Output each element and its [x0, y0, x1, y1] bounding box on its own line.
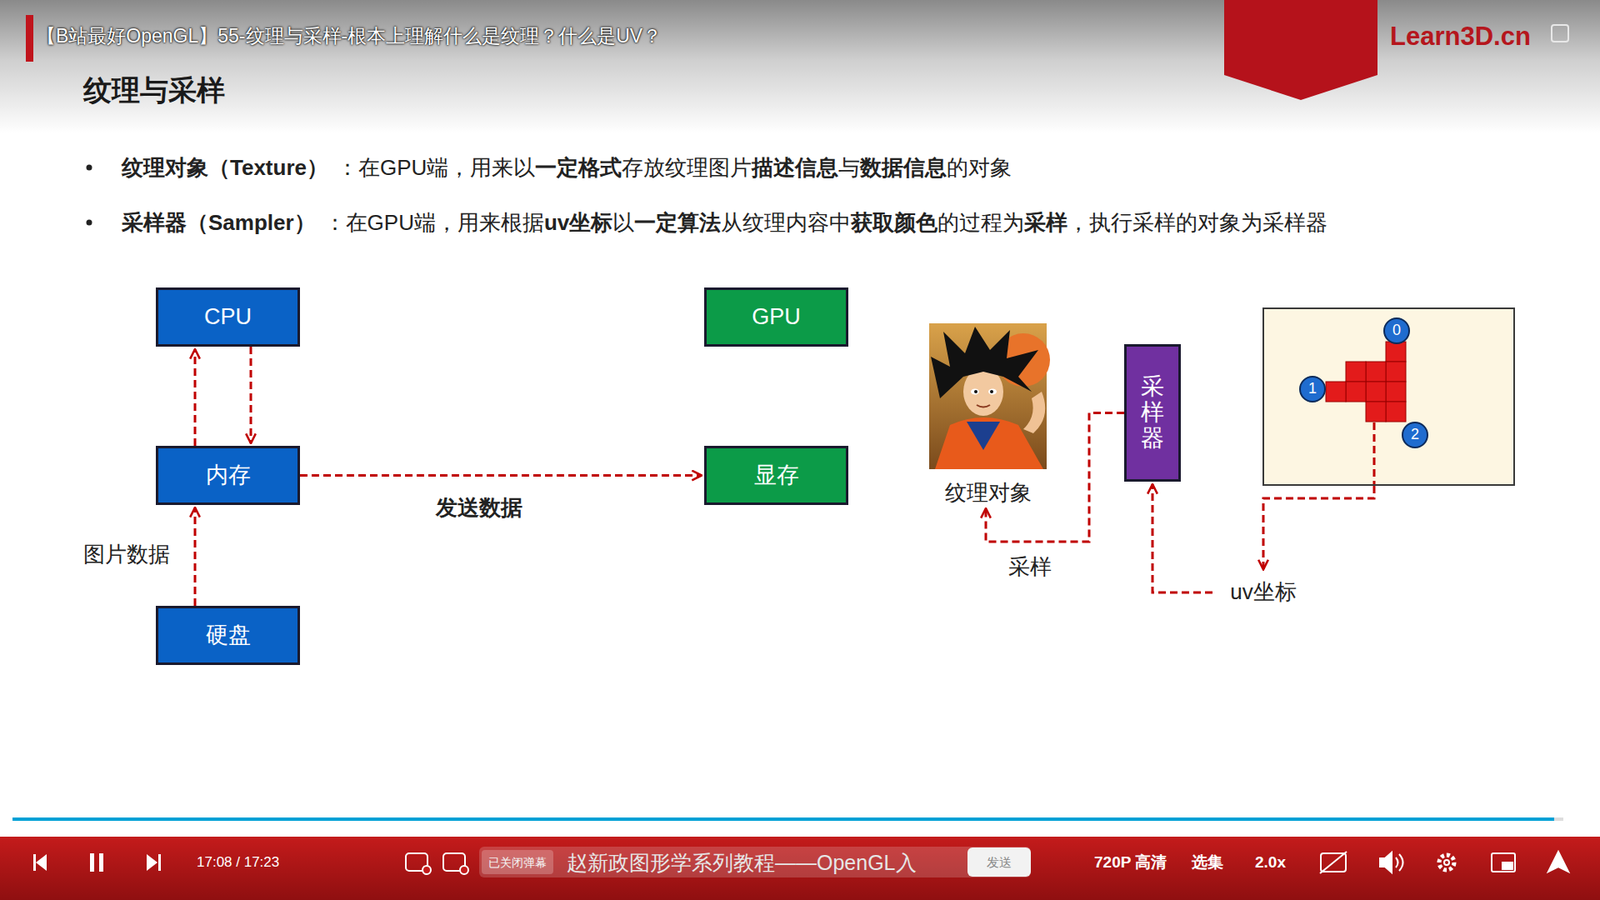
- danmaku-tag: [481, 850, 554, 875]
- help-icon: [1551, 25, 1569, 42]
- speed-button: 2.0x: [1255, 853, 1286, 873]
- texture-picture: [929, 323, 1050, 470]
- text-fragment: 从纹理内容中: [720, 208, 851, 238]
- text-fragment: 采样: [1024, 208, 1068, 238]
- node-text: 2: [1410, 425, 1420, 445]
- cpu-box: CPU: [155, 287, 300, 347]
- send-button-text: 发送: [986, 855, 1012, 870]
- callout-number: 1: [1299, 375, 1326, 403]
- text-fragment: 与: [838, 153, 860, 183]
- bullet-dot: [86, 220, 93, 226]
- node-text: 硬盘: [205, 621, 251, 649]
- bullet-line: 采样器（Sampler） ：在GPU端，用来根据uv坐标以一定算法从纹理内容中获取…: [121, 208, 1328, 238]
- header-band: [0, 0, 1600, 134]
- header-accent: [25, 15, 34, 62]
- text-fragment: 存放纹理图片: [621, 153, 752, 183]
- progress-fill: [12, 817, 1555, 821]
- time-display: 17:08 / 17:23: [196, 854, 280, 871]
- slide-title: 纹理与采样: [83, 73, 225, 108]
- quality-button: 720P 高清: [1094, 853, 1167, 873]
- vram-box: 显存: [704, 445, 849, 505]
- term: 纹理对象（Texture）: [121, 153, 329, 183]
- node-text: 内存: [205, 461, 251, 489]
- bullet-dot: [86, 165, 93, 171]
- gpu-box: GPU: [704, 287, 849, 347]
- send-button: [967, 847, 1031, 877]
- node-text: 1: [1308, 380, 1317, 399]
- dashed-arrow: [985, 413, 1125, 543]
- progress-track: [12, 817, 1564, 821]
- text-fragment: 的对象: [946, 153, 1012, 183]
- text-fragment: 描述信息: [751, 153, 839, 183]
- memory-box: 内存: [155, 445, 300, 505]
- node-text: CPU: [204, 303, 252, 330]
- text-fragment: ：在GPU端，用来以: [336, 153, 535, 183]
- uv-coord-label: uv坐标: [1215, 571, 1312, 613]
- text-fragment: 一定算法: [634, 208, 721, 238]
- uv-panel-fill: [1262, 307, 1515, 486]
- danmaku-status: 已关闭弹幕: [488, 855, 547, 870]
- text-fragment: ：在GPU端，用来根据: [324, 208, 545, 238]
- edge-label: 发送数据: [432, 495, 526, 521]
- text-fragment: uv坐标: [544, 208, 613, 238]
- node-text: 纹理对象: [945, 480, 1032, 506]
- edge-label: 采样: [1005, 554, 1055, 580]
- callout-number: 2: [1401, 421, 1429, 449]
- danmaku-input: [479, 846, 1031, 878]
- callout-number: 0: [1383, 317, 1410, 345]
- dashed-arrow: [1263, 485, 1375, 570]
- bullet-line: 纹理对象（Texture）：在GPU端，用来以一定格式存放纹理图片描述信息与数据…: [121, 153, 1012, 183]
- dashed-arrow: [194, 507, 197, 606]
- danmaku-input-text: 赵新政图形学系列教程——OpenGL入: [566, 850, 917, 875]
- text-fragment: 一定格式: [535, 153, 622, 183]
- logo-shield: [1224, 0, 1378, 100]
- text-fragment: 的过程为: [937, 208, 1025, 238]
- node-text: GPU: [751, 303, 801, 330]
- node-text: 0: [1392, 321, 1401, 340]
- node-text: uv坐标: [1230, 579, 1296, 605]
- disk-box: 硬盘: [155, 605, 300, 665]
- uv-mesh: [1325, 341, 1406, 422]
- watermark: Learn3D.cn: [1390, 20, 1531, 52]
- node-text: 采样器: [1140, 374, 1165, 451]
- player-icons: [33, 853, 161, 872]
- dashed-arrow: [194, 349, 197, 446]
- edge-label: 图片数据: [80, 541, 174, 568]
- text-fragment: 获取颜色: [850, 208, 938, 238]
- video-title: 【B站最好OpenGL】55-纹理与采样-根本上理解什么是纹理？什么是UV？: [36, 25, 662, 49]
- node-text: 显存: [754, 461, 800, 489]
- uv-box: 0 1 2: [1262, 307, 1515, 486]
- leader-line: [1373, 422, 1376, 485]
- text-fragment: 数据信息: [860, 153, 947, 183]
- texture-object: 纹理对象: [925, 320, 1052, 506]
- player-bar: [0, 836, 1600, 900]
- term: 采样器（Sampler）: [121, 208, 316, 238]
- text-fragment: ，执行采样的对象为采样器: [1067, 208, 1328, 238]
- episodes-button: 选集: [1191, 853, 1224, 873]
- dashed-arrow: [250, 346, 253, 444]
- dashed-arrow: [1152, 484, 1213, 593]
- dashed-arrow: [300, 474, 702, 477]
- text-fragment: 以: [612, 208, 635, 238]
- sampler-box: 采样器: [1124, 344, 1181, 482]
